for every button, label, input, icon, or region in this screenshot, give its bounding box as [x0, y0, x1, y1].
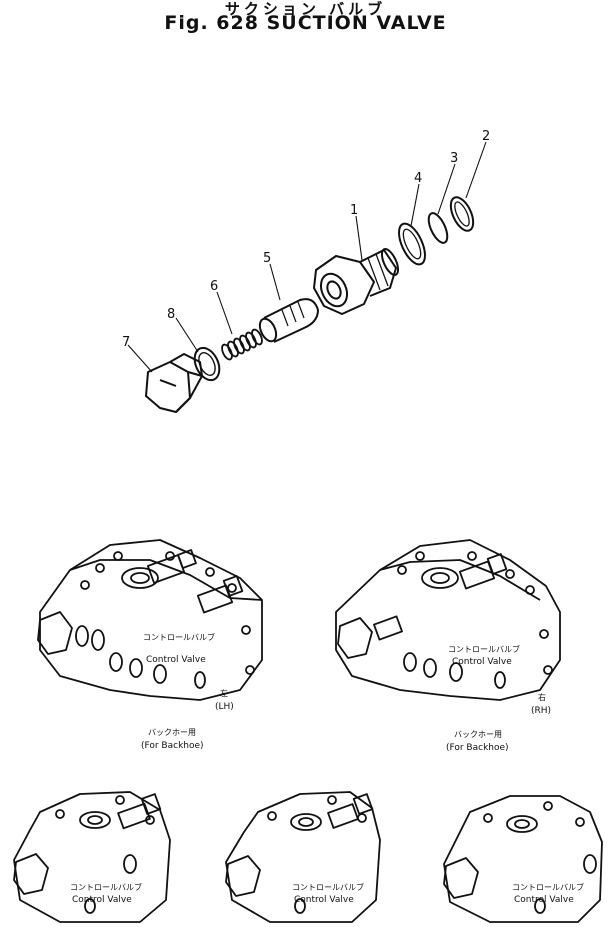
- part-1-valve-body: [313, 248, 400, 315]
- callout-6: 6: [210, 279, 218, 294]
- usage-label-jp-rh: バックホー用: [454, 730, 502, 739]
- control-valve-assembly-bottom-3: [443, 795, 603, 923]
- control-valve-assembly-bottom-1: [13, 791, 171, 923]
- leader-lines: [127, 141, 487, 373]
- part-3-backup-ring: [427, 212, 449, 244]
- callout-8: 8: [167, 307, 175, 322]
- side-label-jp-lh: 左: [220, 688, 228, 698]
- usage-label-jp-lh: バックホー用: [148, 728, 196, 737]
- part-4-o-ring: [398, 222, 426, 266]
- part-7-plug: [145, 353, 203, 413]
- side-label-en-rh: (RH): [531, 706, 551, 716]
- control-valve-label-en-b2: Control Valve: [294, 895, 354, 905]
- side-label-en-lh: (LH): [215, 702, 234, 712]
- control-valve-label-jp-b3: コントロールバルブ: [512, 882, 584, 892]
- control-valve-label-en-rh: Control Valve: [452, 657, 512, 667]
- part-2-o-ring: [449, 196, 475, 232]
- callout-5: 5: [263, 251, 271, 266]
- part-5-poppet: [258, 298, 319, 343]
- usage-label-en-lh: (For Backhoe): [141, 741, 204, 751]
- control-valve-assembly-lh: [37, 539, 263, 701]
- part-6-spring: [221, 328, 263, 361]
- control-valve-label-jp-lh: コントロールバルブ: [143, 632, 215, 642]
- callout-1: 1: [350, 203, 358, 218]
- callout-4: 4: [414, 171, 422, 186]
- control-valve-label-en-b1: Control Valve: [72, 895, 132, 905]
- side-label-jp-rh: 右: [538, 692, 546, 702]
- usage-label-en-rh: (For Backhoe): [446, 743, 509, 753]
- part-8-o-ring: [193, 346, 221, 382]
- control-valve-assembly-rh: [335, 539, 561, 701]
- control-valve-label-jp-b1: コントロールバルブ: [70, 882, 142, 892]
- callout-2: 2: [482, 129, 490, 144]
- control-valve-assembly-bottom-2: [225, 791, 381, 923]
- callout-7: 7: [122, 335, 130, 350]
- figure-title: Fig. 628 SUCTION VALVE: [164, 12, 447, 34]
- control-valve-label-jp-rh: コントロールバルブ: [448, 644, 520, 654]
- control-valve-label-jp-b2: コントロールバルブ: [292, 882, 364, 892]
- title-japanese: サクション バルブ: [224, 0, 387, 18]
- control-valve-label-en-b3: Control Valve: [514, 895, 574, 905]
- callout-3: 3: [450, 151, 458, 166]
- control-valve-label-en-lh: Control Valve: [146, 655, 206, 665]
